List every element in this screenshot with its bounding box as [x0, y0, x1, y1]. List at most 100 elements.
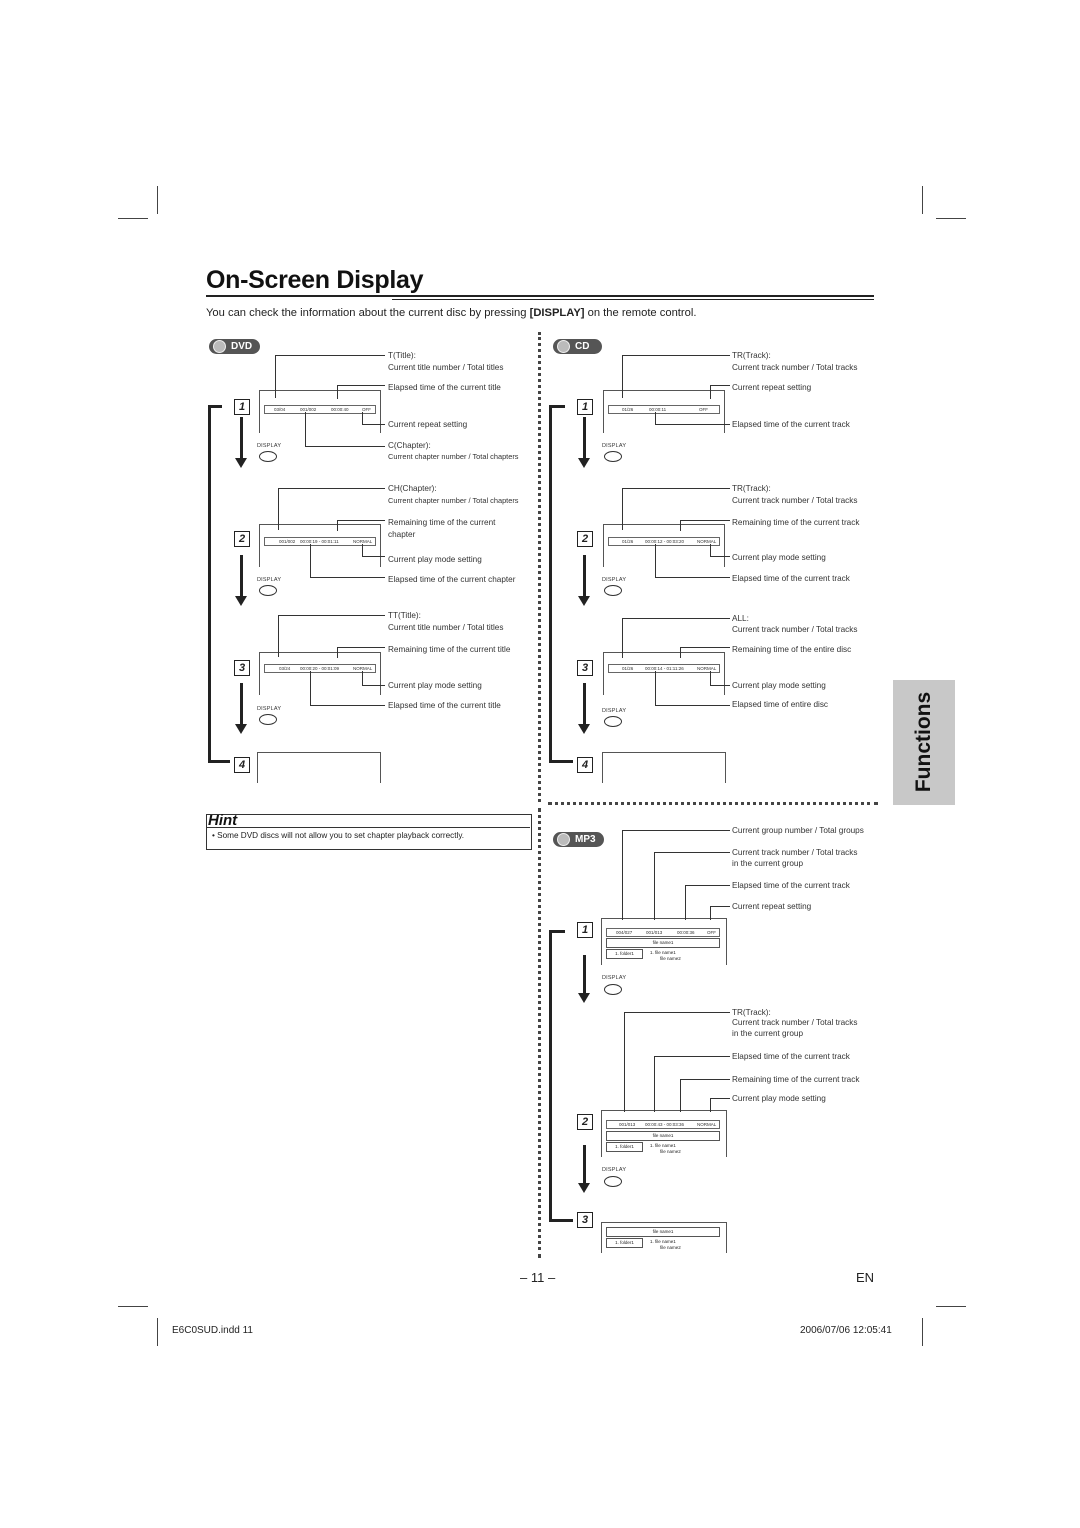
crop-mark: [922, 1318, 923, 1346]
step-bracket: [208, 405, 211, 763]
annotation: Current play mode setting: [732, 1094, 826, 1103]
osd-chapter: 001/002: [279, 539, 296, 544]
display-button[interactable]: [604, 984, 622, 995]
leader-line: [275, 355, 276, 398]
crop-mark: [936, 218, 966, 219]
annotation: C(Chapter):: [388, 441, 431, 450]
folder-item: 1. folder1: [606, 949, 643, 959]
annotation: Remaining time of the current title: [388, 645, 511, 654]
annotation: TT(Title):: [388, 611, 421, 620]
file-item: 1. file name1: [650, 1239, 676, 1244]
display-button[interactable]: [259, 585, 277, 596]
osd-title: 03/24: [279, 666, 291, 671]
display-button-label: DISPLAY: [602, 975, 627, 981]
file-item: file name2: [660, 956, 681, 961]
column-divider: [538, 332, 545, 802]
leader-line: [680, 647, 730, 648]
leader-line: [654, 1056, 655, 1112]
annotation: Current play mode setting: [732, 681, 826, 690]
leader-line: [654, 852, 655, 920]
display-button[interactable]: [259, 714, 277, 725]
leader-line: [654, 852, 730, 853]
folder-item: 1. folder1: [606, 1142, 643, 1152]
step-number: 4: [577, 757, 593, 773]
leader-line: [624, 1012, 730, 1013]
osd-track: 01/26: [622, 666, 634, 671]
intro-after: on the remote control.: [584, 307, 697, 319]
annotation: Current repeat setting: [732, 383, 812, 392]
osd-mode: NORMAL: [697, 1122, 717, 1127]
display-button[interactable]: [604, 1176, 622, 1187]
leader-line: [362, 685, 385, 686]
down-arrow-icon: [578, 555, 590, 606]
display-button-label: DISPLAY: [602, 577, 627, 583]
annotation: TR(Track):: [732, 351, 771, 360]
display-button[interactable]: [604, 451, 622, 462]
leader-line: [655, 412, 656, 424]
annotation: Remaining time of the current: [388, 518, 496, 527]
osd-mode: NORMAL: [353, 666, 373, 671]
leader-line: [710, 385, 730, 386]
osd-track: 01/26: [622, 539, 634, 544]
crop-mark: [118, 1306, 148, 1307]
leader-line: [655, 424, 730, 425]
step-number: 2: [234, 531, 250, 547]
tv-screen: [259, 652, 381, 695]
annotation: Current play mode setting: [388, 681, 482, 690]
step-number: 3: [577, 1212, 593, 1228]
leader-line: [654, 1056, 730, 1057]
leader-line: [337, 385, 385, 386]
osd-time: 00:00:14 - 01:11:26: [645, 666, 684, 671]
leader-line: [622, 355, 623, 398]
tv-screen: [603, 652, 725, 695]
leader-line: [362, 671, 363, 685]
down-arrow-icon: [235, 555, 247, 606]
osd-time: 00:00:40: [331, 407, 349, 412]
page-title: On-Screen Display: [206, 266, 424, 294]
annotation: Elapsed time of entire disc: [732, 700, 829, 709]
file-name-bar: file name1: [606, 1131, 720, 1141]
osd-time: 00:00:11: [649, 407, 667, 412]
annotation: Current title number / Total titles: [388, 623, 504, 632]
annotation: Current repeat setting: [388, 420, 468, 429]
leader-line: [680, 1079, 730, 1080]
cd-badge: CD: [553, 339, 602, 354]
leader-line: [622, 355, 730, 356]
mp3-badge-label: MP3: [575, 834, 596, 845]
step-number: 1: [577, 399, 593, 415]
annotation: in the current group: [732, 1029, 804, 1038]
annotation: Elapsed time of the current track: [732, 881, 850, 890]
leader-line: [680, 1079, 681, 1112]
title-rule: [392, 299, 874, 300]
leader-line: [710, 544, 711, 556]
leader-line: [680, 520, 730, 521]
display-button[interactable]: [259, 451, 277, 462]
file-item: 1. file name1: [650, 1143, 676, 1148]
display-button-label: DISPLAY: [602, 1167, 627, 1173]
leader-line: [622, 488, 730, 489]
footer-file: E6C0SUD.indd 11: [172, 1325, 253, 1336]
title-rule: [206, 295, 874, 297]
osd-track: 001/013: [619, 1122, 636, 1127]
leader-line: [680, 647, 681, 658]
section-tab: Functions: [893, 680, 955, 805]
osd-title: 03/04: [274, 407, 286, 412]
annotation: Current track number / Total tracks: [732, 1018, 858, 1027]
step-number: 4: [234, 757, 250, 773]
leader-line: [680, 520, 681, 531]
intro-before: You can check the information about the …: [206, 307, 530, 319]
hint-box: [206, 814, 532, 850]
mp3-badge: MP3: [553, 832, 604, 847]
display-button[interactable]: [604, 585, 622, 596]
annotation: TR(Track):: [732, 484, 771, 493]
annotation: Remaining time of the current track: [732, 518, 860, 527]
hint-title: Hint: [208, 812, 238, 829]
disc-icon: [557, 833, 570, 846]
leader-line: [310, 544, 311, 577]
osd-repeat: OFF: [699, 407, 708, 412]
osd-time: 00:00:20 - 00:01:09: [300, 666, 340, 671]
annotation: Remaining time of the current track: [732, 1075, 860, 1084]
display-button[interactable]: [604, 716, 622, 727]
crop-mark: [157, 1318, 158, 1346]
